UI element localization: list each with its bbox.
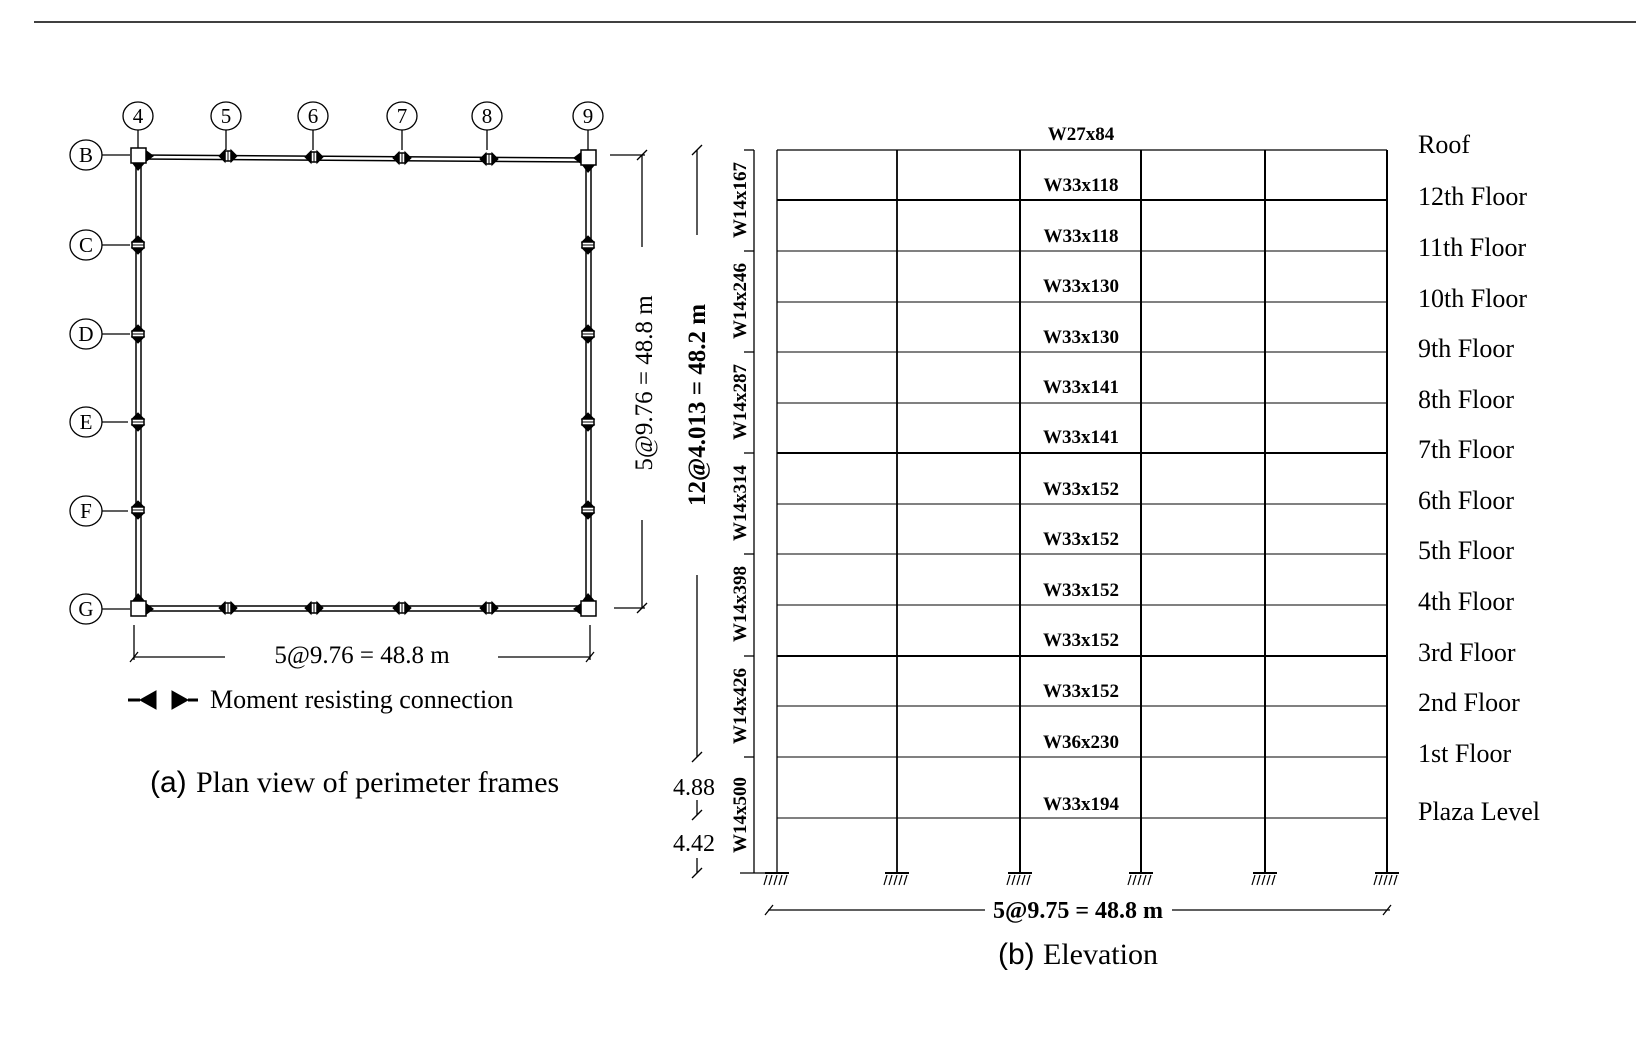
plan-dimension-horizontal xyxy=(129,625,595,663)
beam-label: W33x130 xyxy=(1043,327,1119,348)
floor-label: Plaza Level xyxy=(1418,797,1540,826)
grid-label: 8 xyxy=(482,104,493,128)
column-label: W14x314 xyxy=(730,465,751,542)
elevation-dimension-horizontal-label: 5@9.75 = 48.8 m xyxy=(993,898,1163,924)
elevation-dimension-vertical xyxy=(691,144,703,879)
column-grid-labels: 4 5 6 7 8 9 xyxy=(133,104,594,128)
floor-label: 7th Floor xyxy=(1418,435,1514,464)
grid-label: G xyxy=(78,597,93,621)
beam-section-labels: W27x84 W33x118 W33x118 W33x130 W33x130 W… xyxy=(1043,124,1120,815)
plan-view: 4 5 6 7 8 9 B C D E F G xyxy=(69,101,658,799)
grid-label: 7 xyxy=(397,104,408,128)
elevation-columns xyxy=(776,150,1388,873)
beam-label-roof: W27x84 xyxy=(1048,124,1115,145)
elevation-beams xyxy=(777,149,1387,819)
row-grid-bubbles xyxy=(69,139,130,625)
caption-text: Plan view of perimeter frames xyxy=(196,766,559,799)
beam-label: W33x152 xyxy=(1043,681,1119,702)
beam-label: W33x194 xyxy=(1043,794,1120,815)
plan-dimension-vertical-label: 5@9.76 = 48.8 m xyxy=(631,295,658,471)
row-grid-labels: B C D E F G xyxy=(78,143,93,621)
column-grid-bubbles xyxy=(122,101,604,150)
floor-label: 1st Floor xyxy=(1418,739,1512,768)
column-label: W14x246 xyxy=(730,263,751,339)
column-label: W14x426 xyxy=(730,668,751,744)
elevation-view: W27x84 W33x118 W33x118 W33x130 W33x130 W… xyxy=(673,124,1540,971)
elevation-dimension-horizontal xyxy=(764,904,1392,916)
column-label: W14x167 xyxy=(730,162,751,239)
grid-label: D xyxy=(78,322,93,346)
column-label: W14x500 xyxy=(730,777,751,853)
beam-label: W33x141 xyxy=(1043,377,1119,398)
floor-label: 8th Floor xyxy=(1418,385,1514,414)
corner-columns xyxy=(130,147,597,617)
grid-label: C xyxy=(79,233,93,257)
floor-label: 9th Floor xyxy=(1418,334,1514,363)
floor-label: 5th Floor xyxy=(1418,536,1514,565)
caption-text: Elevation xyxy=(1043,938,1158,971)
fixed-support-icons xyxy=(763,872,1399,886)
column-moment-connections xyxy=(130,235,596,520)
caption-prefix: (b) xyxy=(998,938,1035,971)
column-section-rail xyxy=(740,149,770,874)
legend-label: Moment resisting connection xyxy=(210,685,513,714)
grid-label: 4 xyxy=(133,104,144,128)
floor-label: 11th Floor xyxy=(1418,233,1526,262)
floor-label: 6th Floor xyxy=(1418,486,1514,515)
floor-label: 3rd Floor xyxy=(1418,638,1516,667)
beam-label: W33x152 xyxy=(1043,630,1119,651)
beam-moment-connections xyxy=(218,148,499,616)
floor-label: 4th Floor xyxy=(1418,587,1514,616)
grid-label: F xyxy=(80,499,92,523)
column-label: W14x398 xyxy=(730,566,751,642)
legend: Moment resisting connection xyxy=(128,685,513,714)
beam-label: W33x152 xyxy=(1043,529,1119,550)
beam-label: W33x152 xyxy=(1043,580,1119,601)
caption-prefix: (a) xyxy=(150,766,187,799)
floor-label: 12th Floor xyxy=(1418,182,1527,211)
plan-dimension-horizontal-label: 5@9.76 = 48.8 m xyxy=(274,642,450,669)
beam-label: W33x141 xyxy=(1043,427,1119,448)
grid-label: 6 xyxy=(308,104,319,128)
beam-label: W33x118 xyxy=(1044,226,1119,247)
grid-label: 5 xyxy=(221,104,232,128)
floor-label: Roof xyxy=(1418,130,1470,159)
corner-moment-connections xyxy=(132,150,595,615)
floor-labels: Roof 12th Floor 11th Floor 10th Floor 9t… xyxy=(1418,130,1540,826)
floor-label: 2nd Floor xyxy=(1418,688,1520,717)
beam-label: W33x118 xyxy=(1044,175,1119,196)
beam-label: W33x130 xyxy=(1043,276,1119,297)
floor-label: 10th Floor xyxy=(1418,284,1527,313)
plan-dimension-vertical xyxy=(610,149,648,614)
beam-label: W36x230 xyxy=(1043,732,1119,753)
grid-label: 9 xyxy=(583,104,594,128)
moment-connection-icon xyxy=(128,690,198,710)
column-section-labels: W14x167 W14x246 W14x287 W14x314 W14x398 … xyxy=(730,162,751,854)
plan-caption: (a) Plan view of perimeter frames xyxy=(150,766,559,799)
elevation-caption: (b) Elevation xyxy=(998,938,1158,971)
story-height-upper: 4.88 xyxy=(673,775,715,801)
grid-label: E xyxy=(80,410,93,434)
grid-label: B xyxy=(79,143,93,167)
story-height-lower: 4.42 xyxy=(673,831,715,857)
column-label: W14x287 xyxy=(730,364,751,441)
plan-frame xyxy=(135,154,592,612)
beam-label: W33x152 xyxy=(1043,479,1119,500)
elevation-dimension-vertical-label: 12@4.013 = 48.2 m xyxy=(684,304,711,506)
